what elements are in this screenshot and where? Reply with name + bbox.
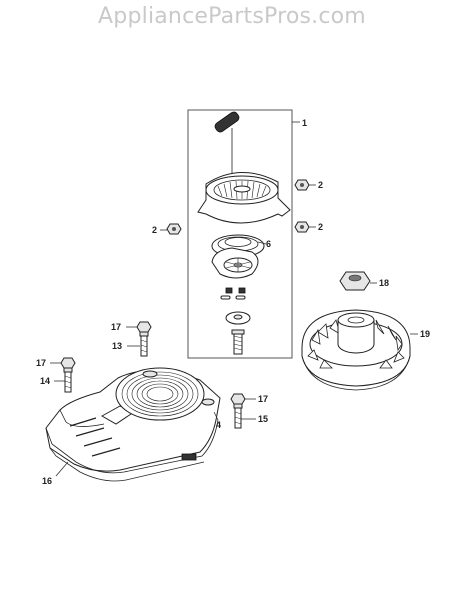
pawl-parts[interactable]	[220, 287, 246, 300]
starter-housing-part[interactable]	[197, 172, 291, 224]
flywheel-nut-part[interactable]	[339, 271, 371, 291]
starter-handle-part[interactable]	[213, 110, 240, 178]
retainer-screw-part[interactable]	[225, 311, 251, 355]
callout-19: 19	[420, 329, 430, 339]
callout-18: 18	[379, 278, 389, 288]
nut-2c-part[interactable]	[294, 221, 310, 233]
callout-6: 6	[266, 239, 271, 249]
callout-17c: 17	[258, 394, 268, 404]
callout-1: 1	[302, 118, 307, 128]
callout-2c: 2	[318, 222, 323, 232]
callout-4: 4	[216, 420, 221, 430]
nut-2b-part[interactable]	[166, 223, 182, 235]
callout-13: 13	[112, 341, 122, 351]
callout-17b: 17	[36, 358, 46, 368]
assembly-1-frame	[187, 109, 293, 359]
callout-2b: 2	[152, 225, 157, 235]
callout-2a: 2	[318, 180, 323, 190]
callout-17a: 17	[111, 322, 121, 332]
stud-13-part[interactable]	[136, 321, 152, 357]
stud-14-part[interactable]	[60, 357, 76, 393]
starter-pulley-part[interactable]	[211, 234, 265, 279]
blower-housing-part[interactable]	[45, 367, 221, 482]
callout-16: 16	[42, 476, 52, 486]
stud-15-part[interactable]	[230, 393, 246, 429]
callout-15: 15	[258, 414, 268, 424]
watermark-text: AppliancePartsPros.com	[98, 4, 366, 29]
callout-14: 14	[40, 376, 50, 386]
nut-2a-part[interactable]	[294, 179, 310, 191]
flywheel-part[interactable]	[301, 309, 411, 391]
